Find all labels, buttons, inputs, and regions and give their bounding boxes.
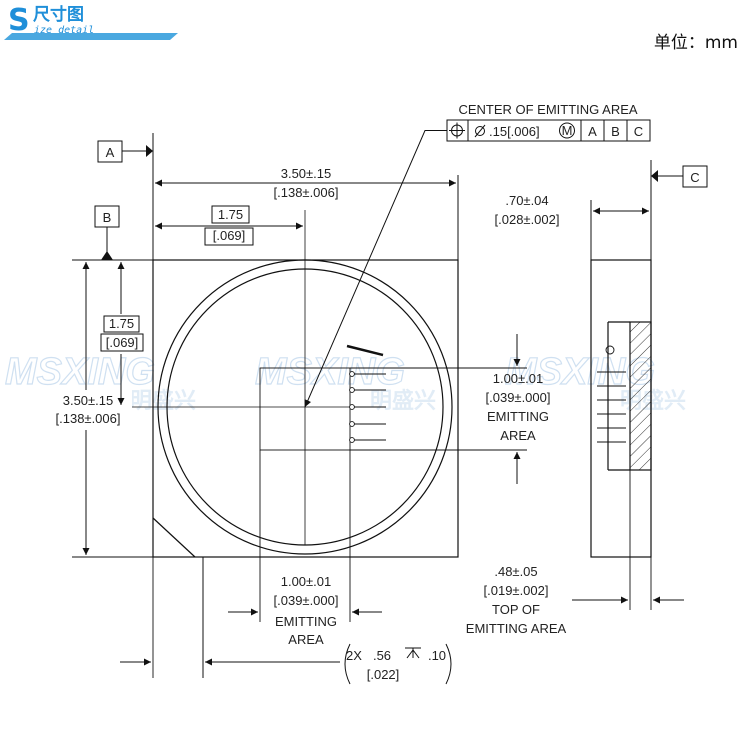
- dim-height: 3.50±.15 [.138±.006]: [42, 262, 153, 558]
- dim-emit-v-label2: AREA: [500, 428, 536, 443]
- dim-emit-h-mm: 1.00±.01: [281, 574, 332, 589]
- side-view-hatch: [629, 321, 652, 471]
- dim-thickness: .70±.04 [.028±.002]: [495, 193, 649, 260]
- dim-emit-vertical: 1.00±.01 [.039±.000] EMITTING AREA: [350, 334, 550, 484]
- dim-emit-h-label2: AREA: [288, 632, 324, 647]
- dim-width-mm: 3.50±.15: [281, 166, 332, 181]
- dim-half-height-in: [.069]: [106, 335, 139, 350]
- dim-emit-h-label1: EMITTING: [275, 614, 337, 629]
- diameter-symbol-icon: [474, 124, 486, 138]
- dim-chamfer-mm: .56: [373, 648, 391, 663]
- datum-b: B: [72, 205, 153, 261]
- dim-top-label1: TOP OF: [492, 602, 540, 617]
- fcf-leader: [304, 130, 447, 408]
- watermark-brand-2: MSXING: [255, 351, 405, 393]
- dim-emit-v-label1: EMITTING: [487, 409, 549, 424]
- unit-label: 单位：mm: [654, 33, 738, 53]
- datum-b-label: B: [103, 210, 112, 225]
- dim-top-label2: EMITTING AREA: [466, 621, 567, 636]
- logo-letter: S: [8, 3, 30, 38]
- watermark-brand-cn-2: 明盛兴: [370, 388, 436, 414]
- dim-emit-v-in: [.039±.000]: [486, 390, 551, 405]
- dim-chamfer-prefix: 2X: [346, 648, 362, 663]
- dim-height-in: [.138±.006]: [56, 411, 121, 426]
- logo: S 尺寸图 ize detail: [4, 3, 178, 40]
- watermark-brand-cn-1: 明盛兴: [130, 388, 196, 414]
- dim-top-emitting: .48±.05 [.019±.002] TOP OF EMITTING AREA: [466, 470, 684, 636]
- fcf-ref-b: B: [611, 124, 620, 139]
- dim-chamfer-depth: .10: [428, 648, 446, 663]
- dim-thickness-in: [.028±.002]: [495, 212, 560, 227]
- dim-width: 3.50±.15 [.138±.006]: [155, 166, 459, 260]
- fcf-title: CENTER OF EMITTING AREA: [458, 102, 637, 117]
- dim-emit-horizontal: 1.00±.01 [.039±.000] EMITTING AREA: [228, 450, 382, 648]
- chip-pads: [346, 344, 386, 443]
- dim-half-width: 1.75 [.069]: [155, 205, 303, 246]
- dim-height-mm: 3.50±.15: [63, 393, 114, 408]
- feature-control-frame: CENTER OF EMITTING AREA .15[.006] M A B …: [304, 102, 651, 408]
- dim-half-width-mm: 1.75: [218, 207, 243, 222]
- dim-half-height: 1.75 [.069]: [100, 262, 144, 405]
- logo-underline: [4, 33, 178, 40]
- dim-top-mm: .48±.05: [494, 564, 537, 579]
- dim-emit-h-in: [.039±.000]: [274, 593, 339, 608]
- fcf-ref-a: A: [588, 124, 597, 139]
- dim-thickness-mm: .70±.04: [505, 193, 548, 208]
- dim-chamfer: 2X .56 .10 [.022]: [120, 557, 452, 685]
- modifier-circle-icon: [559, 122, 575, 139]
- logo-title: 尺寸图: [33, 4, 84, 25]
- logo-subtitle: ize detail: [34, 25, 94, 36]
- dim-chamfer-in: [.022]: [367, 667, 400, 682]
- fcf-tolerance: .15[.006]: [489, 124, 540, 139]
- datum-a-label: A: [106, 145, 115, 160]
- position-symbol-icon: [449, 122, 465, 139]
- dim-half-height-mm: 1.75: [109, 316, 134, 331]
- fcf-ref-c: C: [634, 124, 643, 139]
- corner-chamfer: [152, 517, 196, 558]
- datum-c: C: [650, 160, 708, 260]
- datum-a: A: [97, 133, 154, 260]
- watermark-brand-1: MSXING: [5, 351, 155, 393]
- dim-half-width-in: [.069]: [213, 228, 246, 243]
- dim-emit-v-mm: 1.00±.01: [493, 371, 544, 386]
- depth-symbol-icon: [405, 647, 421, 659]
- dim-top-in: [.019±.002]: [484, 583, 549, 598]
- fcf-modifier: M: [562, 123, 573, 138]
- dim-width-in: [.138±.006]: [274, 185, 339, 200]
- side-view-pins: [597, 345, 626, 443]
- datum-c-label: C: [690, 170, 699, 185]
